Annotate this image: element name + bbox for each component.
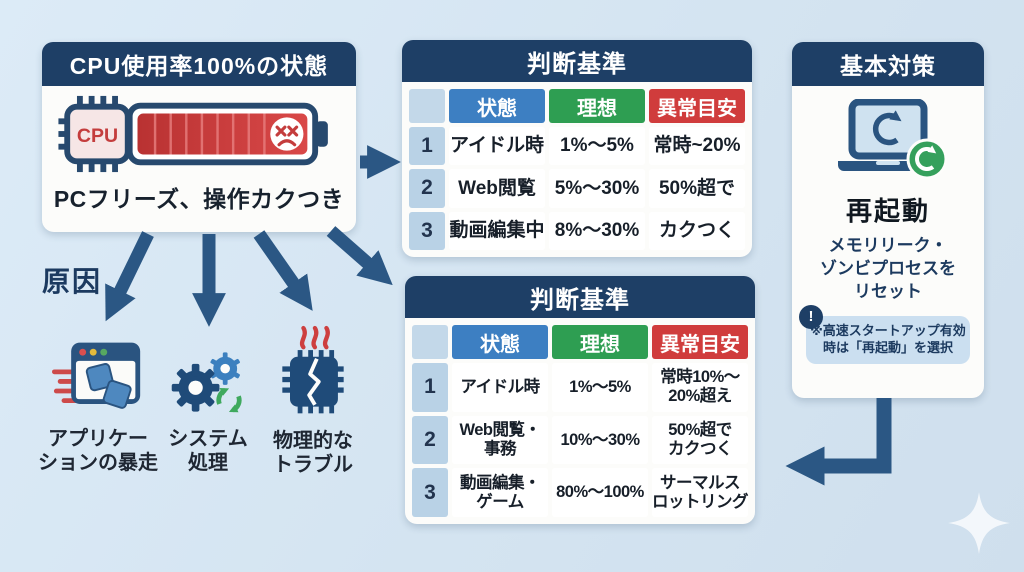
table2-row1-state: アイドル時 xyxy=(452,363,548,412)
table2-title: 判断基準 xyxy=(405,276,755,318)
table2-row3-abnormal: サーマルス ロットリング xyxy=(652,468,749,517)
startup-note: ! ※高速スタートアップ有効 時は「再起動」を選択 xyxy=(799,304,970,364)
table1-col-abnormal: 異常目安 xyxy=(649,89,745,123)
table1-row1-ideal: 1%〜5% xyxy=(549,127,645,166)
exclamation-icon: ! xyxy=(799,304,823,329)
table2-grid: 状態 理想 異常目安 1 アイドル時 1%〜5% 常時10%〜 20%超え 2 … xyxy=(405,318,755,524)
causes-label: 原因 xyxy=(42,266,103,297)
cause-label-system: システム 処理 xyxy=(168,428,248,475)
criteria-table-1: 判断基準 状態 理想 異常目安 1 アイドル時 1%〜5% 常時~20% 2 W… xyxy=(402,40,752,257)
cause-system-processing: システム 処理 xyxy=(152,340,264,476)
table2-row3-state: 動画編集・ ゲーム xyxy=(452,468,548,517)
app-window-icon xyxy=(52,342,141,409)
recycle-icon xyxy=(216,387,242,413)
table1-row2-state: Web閲覧 xyxy=(449,169,545,208)
table2-row3-ideal: 80%〜100% xyxy=(552,468,648,517)
gears-icon xyxy=(171,352,242,413)
laptop-restart-icon xyxy=(838,99,948,180)
table1-row3-abnormal: カクつく xyxy=(649,211,745,250)
table1-col-ideal: 理想 xyxy=(549,89,645,123)
arrow-card-to-table2-icon xyxy=(326,226,393,286)
table2-row3-num: 3 xyxy=(412,468,448,517)
startup-note-text: ※高速スタートアップ有効 時は「再起動」を選択 xyxy=(810,322,966,355)
table1-row3-num: 3 xyxy=(409,211,445,250)
table2-col-state: 状態 xyxy=(452,325,548,359)
cpu-status-body: CPU PCフリーズ、操作カクつき xyxy=(42,86,356,232)
countermeasure-title: 基本対策 xyxy=(792,42,984,86)
cause-label-app: アプリケー ションの暴走 xyxy=(38,428,158,475)
cause-label-physical: 物理的な トラブル xyxy=(273,430,353,477)
restart-badge-icon xyxy=(906,138,948,180)
arrow-to-cause1-icon xyxy=(105,231,154,322)
table2-row1-abnormal: 常時10%〜 20%超え xyxy=(652,363,748,412)
table1-corner-cell xyxy=(409,89,445,123)
table1-row3-ideal: 8%〜30% xyxy=(549,211,645,250)
table1-title: 判断基準 xyxy=(402,40,752,82)
table1-row3-state: 動画編集中 xyxy=(449,211,545,250)
arrow-countermeasure-to-table2-icon xyxy=(785,398,892,486)
sparkle-icon xyxy=(948,492,1010,554)
table2-row1-num: 1 xyxy=(412,363,448,412)
cpu-status-caption: PCフリーズ、操作カクつき xyxy=(53,186,345,212)
restart-action-label: 再起動 xyxy=(845,196,930,226)
table1-row1-num: 1 xyxy=(409,127,445,166)
table1-row1-abnormal: 常時~20% xyxy=(649,127,745,166)
cpu-status-card: CPU使用率100%の状態 xyxy=(42,42,356,232)
table1-row1-state: アイドル時 xyxy=(449,127,545,166)
arrow-to-cause3-icon xyxy=(253,230,313,311)
countermeasure-card: 基本対策 再起動 メモリリーク・ ゾンビプロセスを リセット ! xyxy=(792,42,984,398)
cracked-chip-icon xyxy=(282,325,344,414)
table1-row2-ideal: 5%〜30% xyxy=(549,169,645,208)
cpu-status-title: CPU使用率100%の状態 xyxy=(42,42,356,86)
table1-row2-num: 2 xyxy=(409,169,445,208)
restart-description: メモリリーク・ ゾンビプロセスを リセット xyxy=(820,236,956,301)
cpu-battery-icon: CPU xyxy=(58,95,328,173)
table2-col-abnormal: 異常目安 xyxy=(652,325,748,359)
dizzy-face-icon xyxy=(270,117,304,151)
cause-app-runaway: アプリケー ションの暴走 xyxy=(20,336,176,476)
table1-grid: 状態 理想 異常目安 1 アイドル時 1%〜5% 常時~20% 2 Web閲覧 … xyxy=(402,82,752,257)
heat-waves-icon xyxy=(299,325,330,350)
table2-corner-cell xyxy=(412,325,448,359)
table2-row2-abnormal: 50%超で カクつく xyxy=(652,415,748,465)
table2-row1-ideal: 1%〜5% xyxy=(552,363,648,412)
table1-col-state: 状態 xyxy=(449,89,545,123)
cpu-chip-label: CPU xyxy=(77,125,118,147)
cause-physical-trouble: 物理的な トラブル xyxy=(254,324,372,478)
table1-row2-abnormal: 50%超で xyxy=(649,169,745,208)
table2-row2-ideal: 10%〜30% xyxy=(552,415,648,465)
table2-row2-state: Web閲覧・ 事務 xyxy=(452,415,548,465)
table2-col-ideal: 理想 xyxy=(552,325,648,359)
criteria-table-2: 判断基準 状態 理想 異常目安 1 アイドル時 1%〜5% 常時10%〜 20%… xyxy=(405,276,755,524)
cpu-chip-pins xyxy=(58,95,118,173)
table2-row2-num: 2 xyxy=(412,415,448,465)
